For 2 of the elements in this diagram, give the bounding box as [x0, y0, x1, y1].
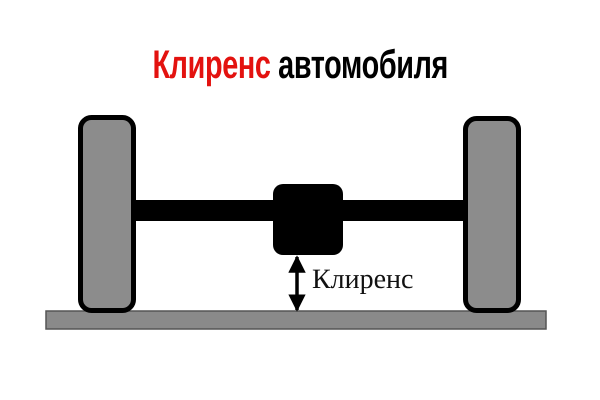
title: Клиренс автомобиля [152, 42, 448, 89]
dimension-label: Клиренс [312, 263, 414, 297]
